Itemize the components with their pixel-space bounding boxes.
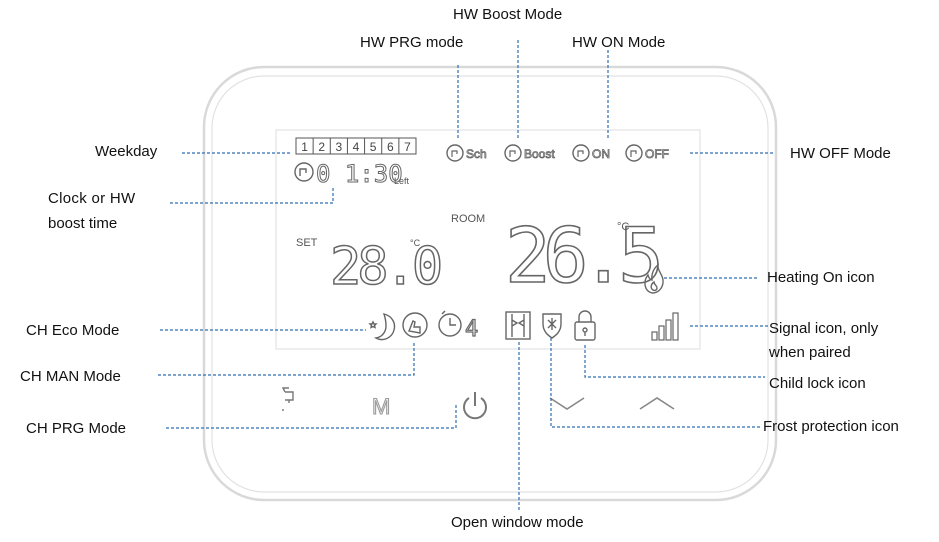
child-lock-leader (584, 345, 765, 378)
lock-icon (574, 310, 596, 341)
hw-boost-mode-label: HW Boost Mode (453, 6, 563, 23)
moon-icon (368, 313, 396, 341)
power-button[interactable] (463, 392, 487, 420)
device-inner-bezel (211, 75, 769, 493)
room-temp-digits: 26.5 (505, 211, 658, 300)
manual-mode-button[interactable]: M (371, 393, 390, 419)
room-label: ROOM (451, 213, 485, 225)
hw-on-mode-label: HW ON Mode (572, 34, 666, 51)
frost-shield-icon (542, 313, 562, 339)
clock-left-label: Left (394, 176, 410, 186)
up-arrow-button[interactable] (639, 397, 675, 410)
weekday-indicators (295, 137, 417, 155)
hw-tap-icon-on (572, 144, 590, 162)
man-leader (158, 342, 415, 376)
heating-on-icon-label: Heating On icon (767, 269, 875, 286)
flame-icon (644, 263, 664, 294)
clock-label-line1: Clock or HW (48, 190, 136, 207)
weekday-digit-4: 4 (353, 140, 360, 154)
room-temp-unit: °C (617, 221, 629, 233)
hw-tap-icon-off (625, 144, 643, 162)
down-arrow-button[interactable] (549, 397, 585, 410)
hw-mode-text-boost: Boost (524, 147, 555, 161)
set-label: SET (296, 237, 318, 249)
hw-mode-text-on: ON (592, 147, 610, 161)
weekday-digit-3: 3 (336, 140, 343, 154)
frost-protection-icon-label: Frost protection icon (763, 418, 899, 435)
clock-label-line2: boost time (48, 215, 118, 232)
weekday-digit-1: 1 (301, 140, 308, 154)
weekday-digit-5: 5 (370, 140, 377, 154)
room-temperature: ROOM 26.5 °C (451, 210, 667, 301)
hw-prg-mode-label: HW PRG mode (360, 34, 464, 51)
prg-leader (166, 404, 457, 429)
timer-digit: 4 (465, 317, 478, 342)
hw-mode-text-sch: Sch (466, 147, 487, 161)
hot-water-tap-button[interactable] (281, 387, 294, 411)
child-lock-icon-label: Child lock icon (769, 375, 866, 392)
clock-digits: 0 1:30 (316, 160, 403, 188)
clock-display: 0 1:30 Left (294, 160, 410, 189)
set-temp-digits: 28.0 (330, 237, 440, 297)
device-bezel (202, 65, 778, 502)
ch-man-mode-label: CH MAN Mode (20, 368, 121, 385)
manual-hand-icon (402, 312, 428, 338)
weekday-digit-7: 7 (404, 140, 411, 154)
tap-icon (294, 162, 314, 182)
ch-eco-mode-label: CH Eco Mode (26, 322, 120, 339)
frost-leader (550, 338, 760, 428)
open-window-icon (505, 311, 531, 340)
signal-icon-label-line2: when paired (769, 344, 851, 361)
clock-leader (170, 188, 334, 204)
hw-off-mode-label: HW OFF Mode (790, 145, 891, 162)
lcd-window (275, 129, 701, 350)
signal-icon-label-line1: Signal icon, only (769, 320, 879, 337)
weekday-digit-2: 2 (318, 140, 325, 154)
open-window-mode-label: Open window mode (451, 514, 584, 531)
signal-bars-icon (651, 312, 679, 341)
leader-lines (158, 40, 773, 510)
program-timer-icon (438, 310, 462, 337)
weekday-label: Weekday (95, 143, 158, 160)
hw-tap-icon-boost (504, 144, 522, 162)
hw-tap-icon-sch (446, 144, 464, 162)
ch-prg-mode-label: CH PRG Mode (26, 420, 127, 437)
set-temperature: SET 28.0 °C (296, 236, 445, 298)
weekday-digit-6: 6 (387, 140, 394, 154)
set-temp-unit: °C (410, 238, 421, 248)
hw-mode-text-off: OFF (645, 147, 669, 161)
